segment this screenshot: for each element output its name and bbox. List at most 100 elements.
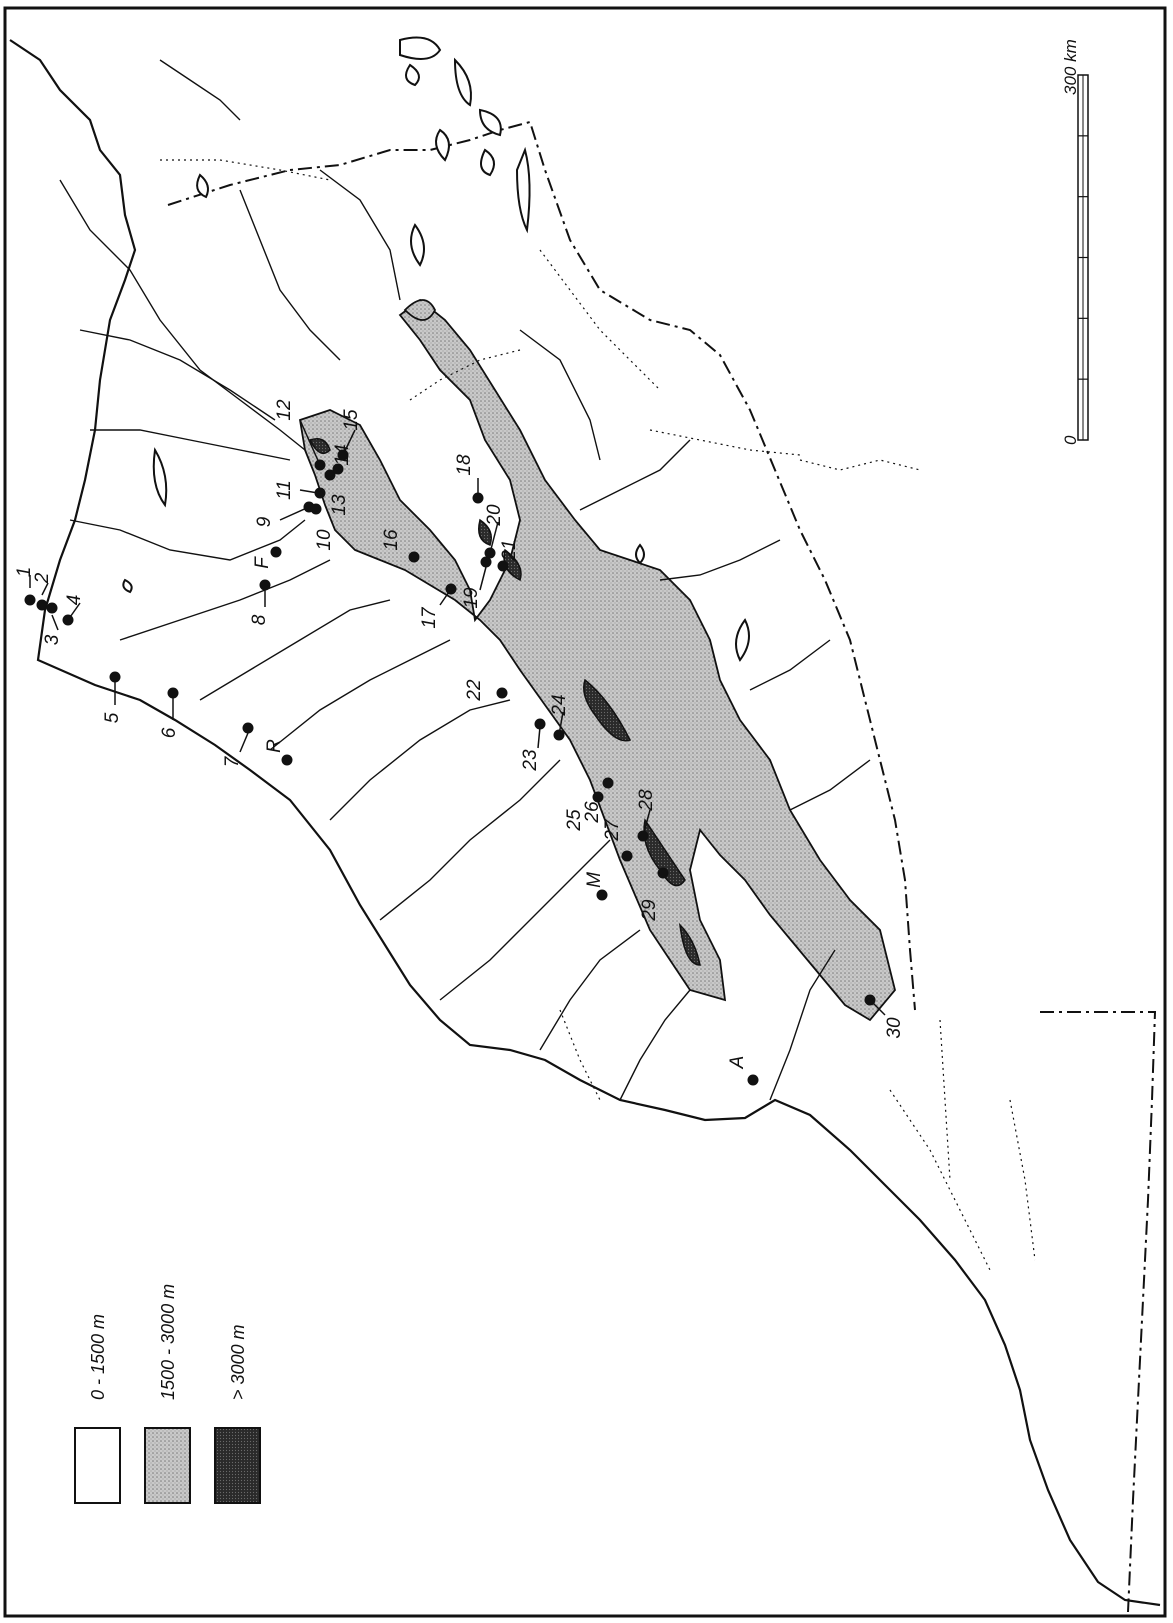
site-12-leader bbox=[299, 419, 321, 466]
site-5-marker bbox=[109, 671, 121, 683]
site-F-label: F bbox=[252, 556, 273, 569]
site-16-label: 16 bbox=[381, 529, 402, 551]
site-6-label: 6 bbox=[159, 727, 180, 738]
lake bbox=[515, 146, 531, 234]
site-28-label: 28 bbox=[636, 789, 657, 812]
legend-label-lowland: 0 - 1500 m bbox=[88, 1314, 108, 1400]
lake bbox=[453, 57, 472, 107]
site-22-label: 22 bbox=[464, 679, 485, 702]
river bbox=[519, 329, 601, 461]
lake bbox=[196, 173, 209, 199]
river bbox=[789, 759, 871, 811]
river bbox=[59, 179, 306, 451]
river bbox=[579, 439, 691, 511]
lake bbox=[410, 223, 425, 267]
river bbox=[239, 189, 341, 361]
seasonal-stream bbox=[649, 429, 801, 456]
legend-label-highland: 1500 - 3000 m bbox=[158, 1284, 178, 1400]
site-20-label: 20 bbox=[484, 504, 505, 527]
seasonal-streams bbox=[160, 159, 1036, 1271]
site-19-leader bbox=[479, 566, 487, 591]
site-11-marker bbox=[314, 487, 326, 499]
site-26-marker bbox=[602, 777, 614, 789]
site-23-marker bbox=[534, 718, 546, 730]
lake bbox=[635, 543, 645, 565]
rivers bbox=[59, 59, 871, 1101]
boundary-lines bbox=[167, 120, 1157, 1613]
river bbox=[199, 599, 391, 701]
seasonal-stream bbox=[160, 159, 331, 181]
site-1-marker bbox=[24, 594, 36, 606]
site-2-label: 2 bbox=[32, 572, 53, 584]
site-19-label: 19 bbox=[461, 587, 482, 609]
site-M-marker bbox=[596, 889, 608, 901]
site-10-marker bbox=[310, 503, 322, 515]
peak-zone bbox=[308, 438, 701, 966]
highland-area bbox=[298, 298, 896, 1022]
river bbox=[329, 699, 511, 821]
site-24-marker bbox=[553, 729, 565, 741]
site-30-marker bbox=[864, 994, 876, 1006]
peak-area bbox=[308, 438, 331, 455]
river bbox=[119, 559, 331, 641]
site-12-label: 12 bbox=[274, 399, 295, 421]
highland-area bbox=[403, 299, 437, 321]
peak-area bbox=[643, 818, 686, 887]
site-8-label: 8 bbox=[249, 614, 270, 625]
site-24-label: 24 bbox=[549, 694, 570, 716]
lake bbox=[399, 36, 442, 60]
river bbox=[439, 839, 611, 1001]
site-26-label: 26 bbox=[582, 801, 603, 824]
lake bbox=[435, 128, 450, 162]
site-25-label: 25 bbox=[564, 809, 585, 832]
site-F-marker bbox=[270, 546, 282, 558]
river bbox=[619, 989, 691, 1101]
lake bbox=[480, 148, 495, 177]
site-29-marker bbox=[657, 867, 669, 879]
seasonal-stream bbox=[939, 1019, 951, 1181]
river bbox=[659, 539, 781, 581]
lake bbox=[152, 447, 168, 508]
sites-layer: 1234567R8F910111213141516171819202122232… bbox=[14, 399, 905, 1086]
legend: 0 - 1500 m 1500 - 3000 m > 3000 m bbox=[74, 1284, 261, 1504]
site-13-marker bbox=[324, 469, 336, 481]
river bbox=[539, 929, 641, 1051]
peak-area bbox=[478, 518, 492, 546]
map-frame bbox=[3, 6, 1167, 1618]
site-16-marker bbox=[408, 551, 420, 563]
scale-bar: 300 km 0 bbox=[1061, 39, 1089, 445]
site-21-label: 21 bbox=[499, 539, 520, 561]
site-11-label: 11 bbox=[274, 480, 295, 500]
site-18-label: 18 bbox=[454, 454, 475, 476]
river bbox=[159, 59, 241, 121]
legend-swatch-highland bbox=[144, 1427, 191, 1504]
site-3-leader bbox=[51, 614, 59, 631]
site-21-marker bbox=[497, 560, 509, 572]
legend-swatch-lowland bbox=[74, 1427, 121, 1504]
site-30-label: 30 bbox=[884, 1017, 905, 1039]
peak-area bbox=[678, 922, 701, 966]
river bbox=[769, 949, 836, 1101]
scale-bar-ticks bbox=[1078, 135, 1088, 380]
seasonal-stream bbox=[409, 349, 521, 401]
river bbox=[90, 429, 291, 461]
site-23-label: 23 bbox=[520, 749, 541, 772]
lake bbox=[735, 618, 750, 662]
site-2-leader bbox=[41, 582, 49, 596]
site-13-label: 13 bbox=[329, 494, 350, 516]
site-27-label: 27 bbox=[602, 818, 623, 842]
seasonal-stream bbox=[1009, 1099, 1036, 1261]
highland-zone bbox=[298, 298, 896, 1022]
site-R-label: R bbox=[264, 739, 285, 753]
site-28-marker bbox=[637, 830, 649, 842]
site-17-label: 17 bbox=[419, 606, 440, 629]
site-M-label: M bbox=[584, 872, 605, 888]
site-27-marker bbox=[621, 850, 633, 862]
site-18-marker bbox=[472, 492, 484, 504]
site-A-marker bbox=[747, 1074, 759, 1086]
site-8-marker bbox=[259, 579, 271, 591]
boundary-line bbox=[167, 120, 916, 1011]
site-15-marker bbox=[337, 449, 349, 461]
boundary-line bbox=[1040, 1011, 1157, 1613]
